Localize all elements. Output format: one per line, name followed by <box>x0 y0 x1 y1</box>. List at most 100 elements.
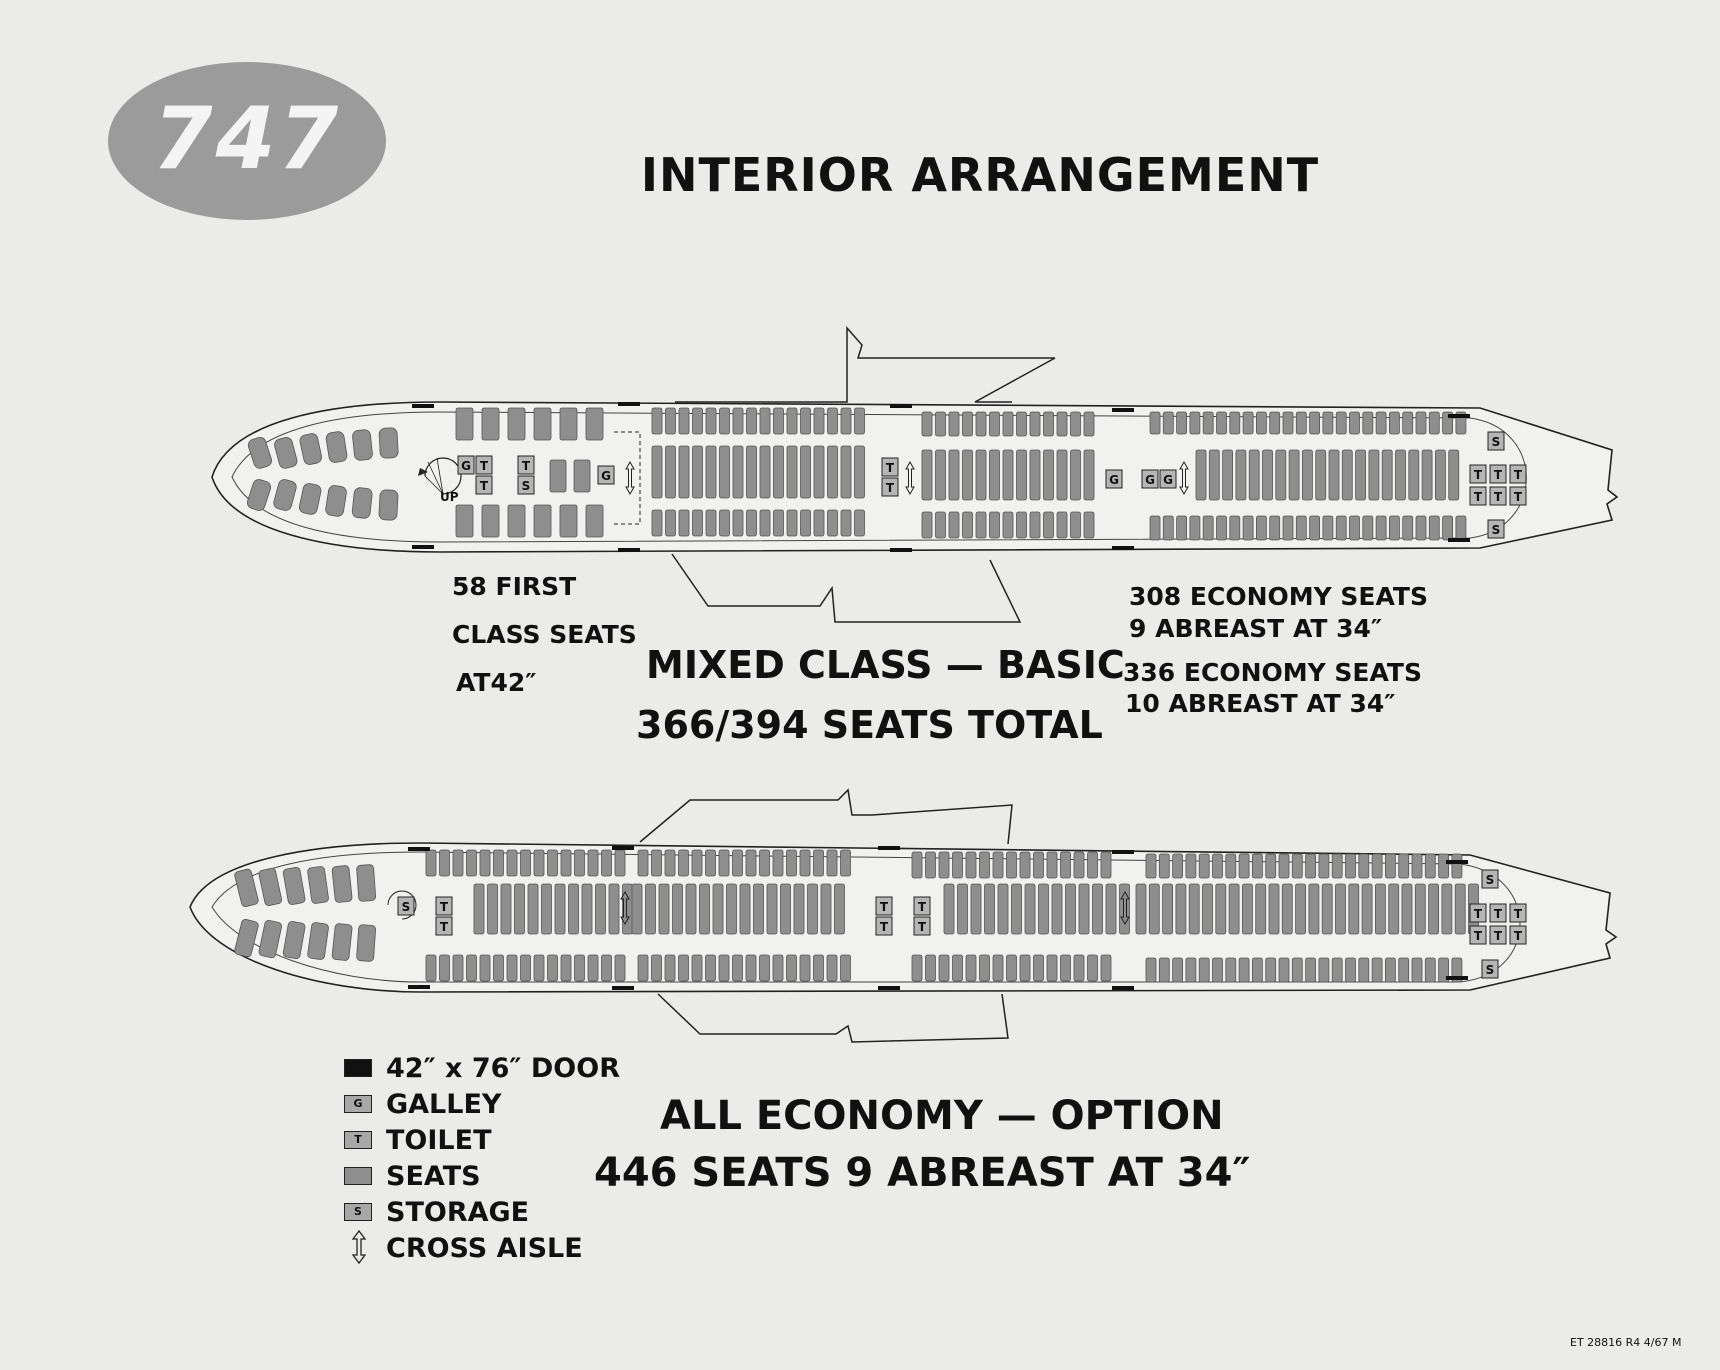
seat <box>1278 853 1290 879</box>
seat <box>705 849 716 877</box>
legend-seats-label: SEATS <box>386 1160 481 1192</box>
seat <box>935 411 946 437</box>
seat <box>719 509 730 537</box>
seat <box>455 407 474 441</box>
door <box>1448 538 1470 542</box>
seat <box>1189 515 1201 541</box>
seat <box>1011 883 1022 935</box>
seat <box>541 883 552 935</box>
first-class-label-line3: AT42″ <box>456 668 537 697</box>
seat <box>965 954 977 982</box>
seat <box>1252 853 1263 879</box>
seat <box>1389 411 1400 435</box>
seat <box>1078 883 1090 935</box>
seat <box>500 883 512 935</box>
toilet-box-letter: T <box>880 920 889 934</box>
seat <box>813 849 824 877</box>
seat <box>581 883 593 935</box>
seat <box>746 445 757 499</box>
cross-aisle-2 <box>905 460 915 496</box>
seat <box>979 851 990 879</box>
nose-seat-lower <box>356 924 377 962</box>
seat <box>719 445 730 499</box>
nose-seat-lower <box>246 479 272 511</box>
seat <box>651 954 662 982</box>
seat <box>807 883 818 935</box>
storage-box-letter: S <box>1486 873 1495 887</box>
economy-9-abreast-line2: 9 ABREAST AT 34″ <box>1129 614 1383 643</box>
storage-box-letter: S <box>1486 963 1495 977</box>
toilet-box <box>875 916 893 936</box>
galley-box-letter: G <box>1145 473 1155 487</box>
stair <box>424 457 462 495</box>
seat <box>840 954 851 982</box>
seat <box>1398 853 1410 879</box>
door <box>612 986 634 990</box>
seat <box>1358 957 1370 983</box>
seat <box>665 407 676 435</box>
seat <box>1256 515 1267 541</box>
seat <box>1355 449 1366 501</box>
seat <box>718 849 730 877</box>
toilet-box-letter: T <box>480 459 489 473</box>
seat <box>772 954 784 982</box>
seat <box>1389 515 1400 541</box>
nose-seat-upper <box>258 867 282 906</box>
seat <box>1322 411 1334 435</box>
galley-box-letter: G <box>601 469 611 483</box>
seat <box>732 954 743 982</box>
seat <box>726 883 737 935</box>
seat <box>1029 449 1041 501</box>
seat <box>1225 853 1237 879</box>
seat <box>1229 515 1241 541</box>
seat <box>507 407 526 441</box>
toilet-box-letter: T <box>886 461 895 475</box>
seat <box>692 445 703 499</box>
seat <box>1428 883 1439 935</box>
seat <box>854 407 865 435</box>
seat <box>997 883 1009 935</box>
seat <box>568 883 579 935</box>
nose-seat-upper <box>307 866 329 904</box>
seat <box>1424 957 1436 983</box>
seat <box>533 504 552 538</box>
toilet-box-letter: T <box>480 479 489 493</box>
seat <box>773 445 784 499</box>
seat <box>1060 954 1071 982</box>
economy-option-heading: ALL ECONOMY — OPTION <box>660 1093 1224 1139</box>
seat <box>1305 957 1316 983</box>
toilet-box <box>881 457 899 477</box>
seat <box>786 407 798 435</box>
seat <box>1248 449 1260 501</box>
toilet-box-letter: T <box>886 481 895 495</box>
nose-seat-lower <box>273 479 297 511</box>
seat <box>979 954 990 982</box>
seat <box>759 445 771 499</box>
seat <box>745 954 757 982</box>
seat <box>1100 954 1112 982</box>
legend-seats: SEATS <box>342 1158 620 1194</box>
seat <box>753 883 764 935</box>
seat <box>1046 851 1058 879</box>
seat <box>813 445 825 499</box>
seat <box>678 407 690 435</box>
seat <box>1358 853 1370 879</box>
seat <box>466 849 477 877</box>
seat <box>1375 883 1386 935</box>
seat <box>759 407 771 435</box>
storage-box-letter: S <box>522 479 531 493</box>
seat <box>1149 515 1161 541</box>
seat <box>1185 957 1197 983</box>
seat <box>1252 957 1263 983</box>
seat <box>766 883 778 935</box>
nose-seat-lower <box>258 920 282 959</box>
galley-box <box>457 455 475 475</box>
toilet-box <box>1509 925 1527 945</box>
seat <box>1162 883 1173 935</box>
toilet-box <box>517 455 535 475</box>
seat <box>699 883 710 935</box>
seat <box>813 407 825 435</box>
seat <box>514 883 525 935</box>
first-class-label-line2: CLASS SEATS <box>452 620 637 649</box>
seat <box>1176 515 1187 541</box>
